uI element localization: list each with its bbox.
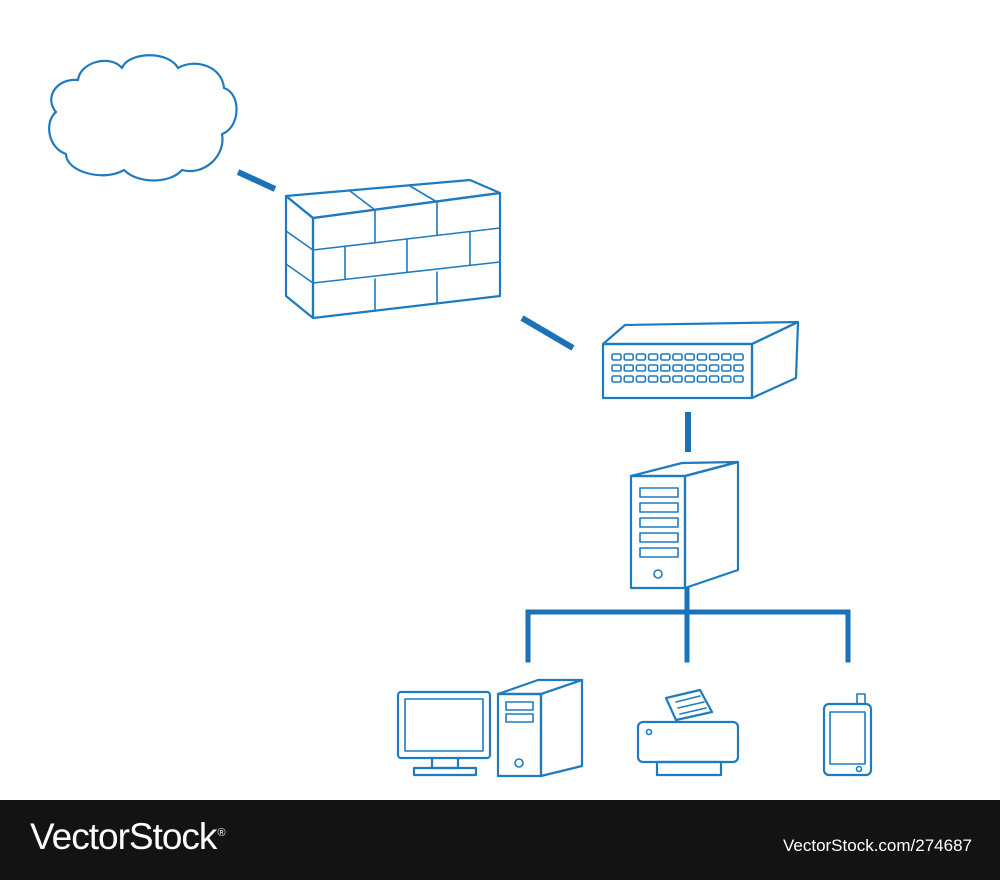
switch-port xyxy=(672,375,683,383)
switch-port xyxy=(733,353,744,361)
distribution-bus xyxy=(525,587,851,663)
footer-banner: VectorStock® VectorStock.com/274687 xyxy=(0,800,1000,880)
switch-port xyxy=(708,353,720,361)
brick-wall-icon xyxy=(284,178,502,320)
switch-port xyxy=(684,353,696,361)
switch-port xyxy=(733,375,744,383)
switch-port xyxy=(672,353,683,361)
switch-port xyxy=(647,353,659,361)
switch-port xyxy=(647,375,659,383)
brand-logo: VectorStock® xyxy=(30,816,226,858)
network-diagram xyxy=(48,54,873,778)
switch-port xyxy=(672,364,683,372)
switch-port xyxy=(623,364,635,372)
switch-port xyxy=(696,353,708,361)
printer-icon xyxy=(636,688,740,777)
switch-port xyxy=(635,353,647,361)
switch-port xyxy=(659,364,671,372)
cloud-icon xyxy=(48,54,238,182)
image-id-text: VectorStock.com/274687 xyxy=(782,836,972,855)
switch-port xyxy=(696,375,708,383)
switch-port xyxy=(647,364,659,372)
switch-port xyxy=(611,353,622,361)
switch-port xyxy=(708,364,720,372)
brand-name: VectorStock xyxy=(30,816,217,857)
switch-port xyxy=(611,375,622,383)
switch-port xyxy=(659,375,671,383)
switch-port xyxy=(720,364,732,372)
switch-port xyxy=(623,353,635,361)
link-firewall-switch xyxy=(520,315,575,351)
switch-port xyxy=(659,353,671,361)
switch-port xyxy=(733,364,744,372)
mobile-device-icon xyxy=(822,693,873,777)
switch-port xyxy=(623,375,635,383)
network-switch-icon xyxy=(601,320,800,400)
switch-port xyxy=(635,375,647,383)
switch-port xyxy=(611,364,622,372)
switch-port xyxy=(635,364,647,372)
switch-port xyxy=(720,353,732,361)
registered-mark: ® xyxy=(217,826,225,839)
switch-port xyxy=(720,375,732,383)
desktop-computer-icon xyxy=(396,678,584,778)
switch-port xyxy=(684,375,696,383)
link-cloud-firewall xyxy=(236,169,277,192)
switch-port xyxy=(696,364,708,372)
switch-port xyxy=(684,364,696,372)
switch-port xyxy=(708,375,720,383)
server-tower-icon xyxy=(629,460,740,590)
